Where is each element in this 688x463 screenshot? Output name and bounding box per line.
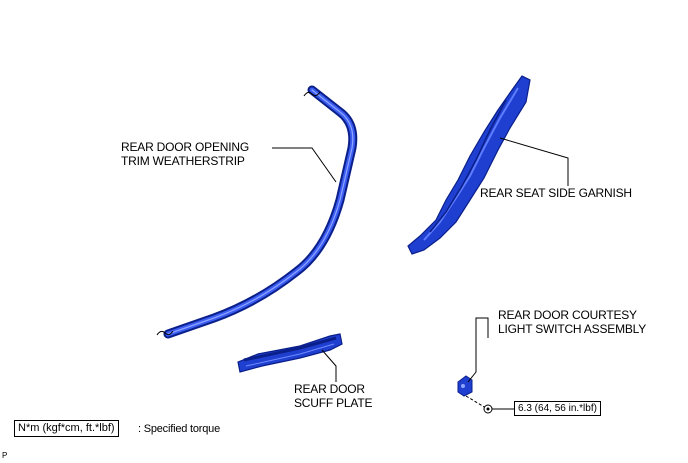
weatherstrip-part: [156, 85, 358, 339]
garnish-part: [407, 75, 531, 255]
courtesy-switch-label-line1: REAR DOOR COURTESY: [498, 308, 637, 322]
torque-value-box: 6.3 (64, 56 in.*lbf): [514, 401, 601, 416]
courtesy-switch-label: REAR DOOR COURTESY LIGHT SWITCH ASSEMBLY: [498, 308, 646, 336]
weatherstrip-label-line1: REAR DOOR OPENING: [121, 140, 249, 154]
bolt-icon: [483, 404, 493, 414]
scuff-plate-part: [237, 333, 343, 373]
weatherstrip-label-line2: TRIM WEATHERSTRIP: [121, 154, 245, 168]
legend-description: : Specified torque: [138, 423, 221, 435]
figure-code: P: [2, 451, 8, 460]
courtesy-switch-part: [457, 375, 487, 409]
legend-torque-box: N*m (kgf*cm, ft.*lbf): [14, 420, 119, 437]
scuff-plate-label-line2: SCUFF PLATE: [294, 396, 373, 410]
courtesy-switch-label-line2: LIGHT SWITCH ASSEMBLY: [498, 322, 647, 336]
weatherstrip-label: REAR DOOR OPENING TRIM WEATHERSTRIP: [121, 140, 249, 168]
leader-lines: [272, 137, 569, 410]
scuff-plate-label-line1: REAR DOOR: [294, 382, 365, 396]
scuff-plate-label: REAR DOOR SCUFF PLATE: [294, 382, 372, 410]
garnish-label: REAR SEAT SIDE GARNISH: [480, 186, 632, 200]
